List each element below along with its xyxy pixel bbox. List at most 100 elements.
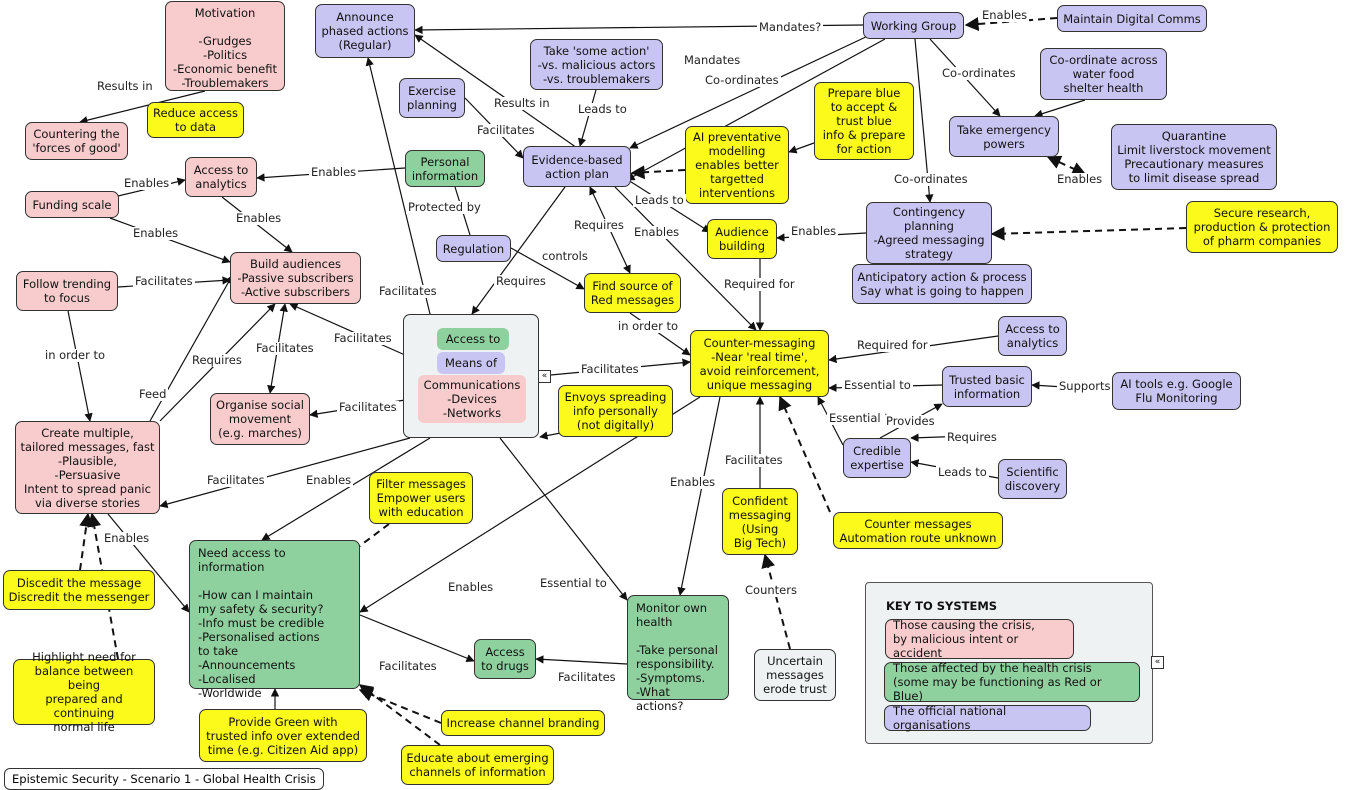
quarantine-node[interactable]: Quarantine Limit liverstock movement Pre…	[1111, 124, 1277, 190]
maintain-comms-node[interactable]: Maintain Digital Comms	[1057, 5, 1207, 32]
edge-label: Requires	[190, 353, 244, 367]
connector-line	[630, 165, 686, 180]
edge-label: Facilitates	[205, 473, 267, 487]
connector-line	[499, 437, 628, 601]
organise-social-node[interactable]: Organise social movement (e.g. marches)	[210, 393, 310, 445]
ai-preventative-node[interactable]: AI preventative modelling enables better…	[685, 126, 789, 204]
envoys-node[interactable]: Envoys spreading info personally (not di…	[558, 385, 673, 437]
secure-research-node[interactable]: Secure research, production & protection…	[1186, 201, 1338, 253]
connector-line	[990, 226, 1187, 241]
connector-line	[761, 553, 791, 650]
edge-label: Facilitates	[332, 331, 394, 345]
edge-label: Enables	[131, 226, 181, 240]
need-access-node[interactable]: Need access to information -How can I ma…	[189, 540, 360, 700]
countering-node[interactable]: Countering the 'forces of good'	[25, 122, 128, 160]
connector-line	[67, 310, 93, 422]
key-red-item: Those causing the crisis, by malicious i…	[885, 618, 1074, 660]
evidence-plan-node[interactable]: Evidence-based action plan	[523, 146, 631, 187]
edge-label: Facilitates	[254, 341, 316, 355]
find-source-node[interactable]: Find source of Red messages	[584, 273, 681, 313]
edge-label: Co-ordinates	[703, 73, 781, 87]
contingency-node[interactable]: Contingency planning -Agreed messaging s…	[866, 202, 992, 264]
trusted-basic-node[interactable]: Trusted basic information	[942, 366, 1032, 407]
means-of-label: Means of	[437, 352, 505, 374]
take-emergency-node[interactable]: Take emergency powers	[949, 116, 1059, 157]
connector-line	[107, 513, 190, 613]
audience-building-node[interactable]: Audience building	[707, 219, 777, 259]
connector-line	[629, 34, 871, 149]
follow-trending-node[interactable]: Follow trending to focus	[16, 271, 118, 311]
connector-line	[788, 142, 815, 154]
collapse-icon[interactable]: «	[538, 370, 551, 383]
edge-label: Facilitates	[377, 659, 439, 673]
exercise-planning-node[interactable]: Exercise planning	[399, 78, 465, 118]
connector-line	[471, 186, 566, 315]
edge-label: Enables	[122, 176, 172, 190]
build-audiences-node[interactable]: Build audiences -Passive subscribers -Ac…	[230, 252, 361, 304]
highlight-need-node[interactable]: Highlight need for balance between being…	[13, 650, 155, 734]
working-group-node[interactable]: Working Group	[863, 12, 964, 39]
confident-messaging-node[interactable]: Confident messaging (Using Big Tech)	[722, 488, 798, 555]
edge-label: Requires	[572, 218, 626, 232]
edge-label: Facilitates	[475, 123, 537, 137]
edge-label: Leads to	[576, 102, 629, 116]
personal-info-node[interactable]: Personal information	[405, 150, 485, 187]
connector-line	[535, 655, 628, 665]
credible-expertise-node[interactable]: Credible expertise	[843, 438, 911, 478]
connector-line	[289, 303, 406, 356]
anticipatory-node[interactable]: Anticipatory action & process Say what i…	[852, 264, 1032, 304]
edge-label: Supports	[1057, 379, 1113, 393]
take-some-action-node[interactable]: Take 'some action' -vs. malicious actors…	[530, 39, 663, 90]
increase-branding-node[interactable]: Increase channel branding	[441, 710, 605, 736]
announce-phased-node[interactable]: Announce phased actions (Regular)	[315, 4, 415, 58]
edge-label: Enables	[632, 225, 682, 239]
footer-title: Epistemic Security - Scenario 1 - Global…	[4, 768, 324, 790]
counter-auto-node[interactable]: Counter messages Automation route unknow…	[833, 512, 1003, 549]
access-drugs-node[interactable]: Access to drugs	[474, 639, 536, 679]
filter-messages-node[interactable]: Filter messages Empower users with educa…	[369, 472, 473, 524]
edge-label: Results in	[95, 79, 155, 93]
edge-label: controls	[540, 249, 590, 263]
edge-label: Feed	[137, 387, 169, 401]
edge-label: Co-ordinates	[892, 172, 970, 186]
connector-line	[359, 614, 475, 663]
edge-label: Enables	[446, 580, 496, 594]
connector-line	[79, 512, 94, 571]
provide-green-node[interactable]: Provide Green with trusted info over ext…	[199, 709, 367, 762]
connector-line	[1046, 155, 1087, 176]
edge-label: in order to	[616, 319, 681, 333]
discredit-node[interactable]: Discedit the message Discredit the messe…	[3, 570, 155, 610]
edge-label: Co-ordinates	[940, 66, 1018, 80]
uncertain-node[interactable]: Uncertain messages erode trust	[754, 649, 836, 701]
edge-label: Counters	[743, 583, 799, 597]
connector-line	[614, 186, 757, 331]
key-purple-item: The official national organisations	[884, 704, 1091, 732]
prepare-blue-node[interactable]: Prepare blue to accept & trust blue info…	[814, 82, 914, 160]
key-collapse-icon[interactable]: «	[1151, 656, 1164, 669]
edge-label: Facilitates	[579, 362, 641, 376]
edge-label: Provides	[884, 414, 937, 428]
counter-messaging-node[interactable]: Counter-messaging -Near 'real time', avo…	[690, 330, 829, 397]
regulation-node[interactable]: Regulation	[436, 235, 511, 262]
edge-label: Enables	[668, 475, 718, 489]
create-multiple-node[interactable]: Create multiple, tailored messages, fast…	[15, 421, 160, 514]
funding-scale-node[interactable]: Funding scale	[25, 191, 119, 218]
edge-label: Essential to	[842, 378, 913, 392]
coordinate-water-node[interactable]: Co-ordinate across water food shelter he…	[1040, 48, 1167, 100]
connector-line	[964, 17, 1058, 32]
educate-channels-node[interactable]: Educate about emerging channels of infor…	[401, 745, 554, 785]
edge-label: Enables	[309, 165, 359, 179]
scientific-discovery-node[interactable]: Scientific discovery	[998, 459, 1067, 499]
ai-tools-node[interactable]: AI tools e.g. Google Flu Monitoring	[1112, 372, 1241, 410]
edge-label: Enables	[304, 473, 354, 487]
edge-label: Facilitates	[337, 400, 399, 414]
reduce-access-node[interactable]: Reduce access to data	[147, 102, 244, 138]
access-analytics-blue-node[interactable]: Access to analytics	[998, 316, 1067, 356]
communications-label: Communications -Devices -Networks	[418, 375, 526, 423]
connector-line	[365, 57, 431, 315]
edge-label: Enables	[789, 224, 839, 238]
monitor-health-node[interactable]: Monitor own health -Take personal respon…	[627, 595, 729, 713]
access-analytics-red-node[interactable]: Access to analytics	[185, 157, 257, 197]
connector-line	[677, 396, 721, 596]
motivation-node[interactable]: Motivation -Grudges -Politics -Economic …	[165, 1, 285, 91]
